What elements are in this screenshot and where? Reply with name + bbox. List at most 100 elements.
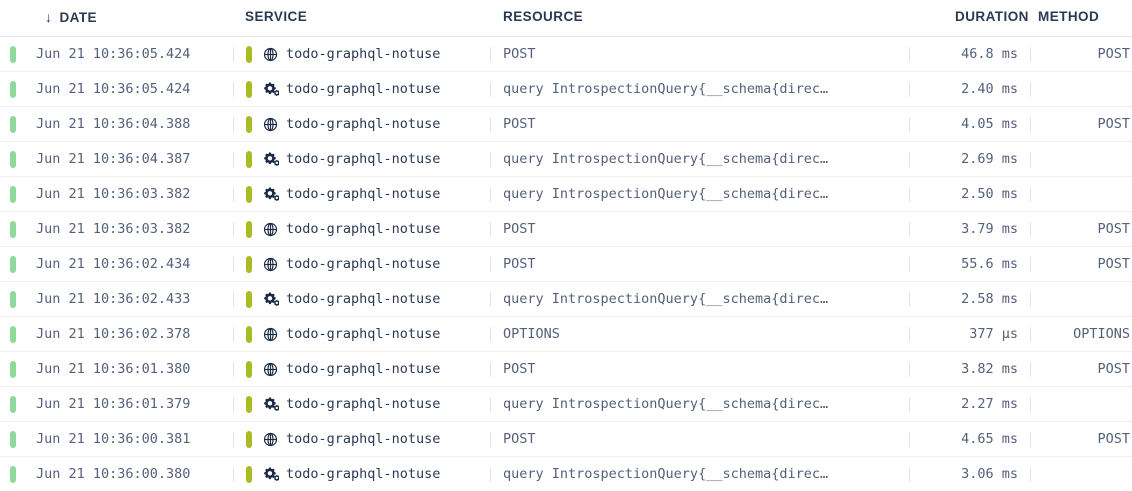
cell-method: POST	[1097, 46, 1130, 62]
cell-resource[interactable]: POST	[503, 46, 536, 62]
cell-service[interactable]: todo-graphql-notuse	[286, 361, 441, 377]
cell-service[interactable]: todo-graphql-notuse	[286, 81, 441, 97]
status-indicator-service	[246, 431, 252, 448]
cogs-icon	[263, 177, 279, 211]
column-divider	[490, 117, 491, 132]
cell-service[interactable]: todo-graphql-notuse	[286, 256, 441, 272]
column-divider	[233, 117, 234, 132]
cell-date: Jun 21 10:36:04.388	[36, 116, 191, 132]
cell-service[interactable]: todo-graphql-notuse	[286, 431, 441, 447]
column-divider	[1030, 397, 1031, 412]
table-row[interactable]: Jun 21 10:36:01.379 todo-graphql-notuse qu…	[0, 387, 1132, 422]
column-divider	[490, 467, 491, 482]
column-divider	[1030, 362, 1031, 377]
cell-resource[interactable]: query IntrospectionQuery{__schema{direc…	[503, 466, 829, 482]
status-indicator-date	[10, 256, 16, 273]
column-header-method[interactable]: METHOD	[1038, 9, 1100, 24]
cell-duration: 377 µs	[969, 326, 1018, 342]
status-indicator-date	[10, 221, 16, 238]
column-divider	[490, 222, 491, 237]
cell-method	[1042, 457, 1130, 491]
status-indicator-service	[246, 326, 252, 343]
column-divider	[490, 327, 491, 342]
cell-duration: 55.6 ms	[961, 256, 1018, 272]
column-divider	[909, 292, 910, 307]
cogs-icon	[263, 142, 279, 176]
cell-resource[interactable]: query IntrospectionQuery{__schema{direc…	[503, 151, 829, 167]
table-row[interactable]: Jun 21 10:36:01.380 todo-graphql-notuse PO…	[0, 352, 1132, 387]
globe-icon	[263, 317, 278, 351]
cell-resource[interactable]: OPTIONS	[503, 326, 560, 342]
globe-icon	[263, 212, 278, 246]
cell-service[interactable]: todo-graphql-notuse	[286, 326, 441, 342]
column-divider	[490, 187, 491, 202]
column-divider	[1030, 82, 1031, 97]
column-header-date[interactable]: ↓DATE	[45, 9, 97, 25]
table-row[interactable]: Jun 21 10:36:00.381 todo-graphql-notuse PO…	[0, 422, 1132, 457]
status-indicator-date	[10, 46, 16, 63]
cell-date: Jun 21 10:36:00.381	[36, 431, 191, 447]
status-indicator-date	[10, 291, 16, 308]
cell-resource[interactable]: POST	[503, 431, 536, 447]
cell-method: POST	[1097, 361, 1130, 377]
globe-icon	[263, 247, 278, 281]
column-header-resource[interactable]: RESOURCE	[503, 9, 584, 24]
table-row[interactable]: Jun 21 10:36:05.424 todo-graphql-notuse qu…	[0, 72, 1132, 107]
cell-service[interactable]: todo-graphql-notuse	[286, 291, 441, 307]
status-indicator-date	[10, 396, 16, 413]
cell-date: Jun 21 10:36:04.387	[36, 151, 191, 167]
table-row[interactable]: Jun 21 10:36:03.382 todo-graphql-notuse qu…	[0, 177, 1132, 212]
cell-resource[interactable]: POST	[503, 361, 536, 377]
column-header-duration[interactable]: DURATION	[955, 9, 1029, 24]
column-divider	[233, 432, 234, 447]
cell-service[interactable]: todo-graphql-notuse	[286, 186, 441, 202]
status-indicator-date	[10, 151, 16, 168]
cell-resource[interactable]: query IntrospectionQuery{__schema{direc…	[503, 81, 829, 97]
column-divider	[1030, 187, 1031, 202]
column-header-service[interactable]: SERVICE	[245, 9, 308, 24]
cell-date: Jun 21 10:36:03.382	[36, 186, 191, 202]
cell-duration: 2.40 ms	[961, 81, 1018, 97]
cell-date: Jun 21 10:36:01.379	[36, 396, 191, 412]
column-divider	[233, 467, 234, 482]
column-divider	[233, 292, 234, 307]
cell-duration: 46.8 ms	[961, 46, 1018, 62]
table-row[interactable]: Jun 21 10:36:00.380 todo-graphql-notuse qu…	[0, 457, 1132, 491]
cell-method	[1042, 387, 1130, 421]
cell-resource[interactable]: POST	[503, 256, 536, 272]
cell-resource[interactable]: POST	[503, 116, 536, 132]
cell-service[interactable]: todo-graphql-notuse	[286, 151, 441, 167]
cell-resource[interactable]: query IntrospectionQuery{__schema{direc…	[503, 396, 829, 412]
cell-date: Jun 21 10:36:00.380	[36, 466, 191, 482]
cell-resource[interactable]: POST	[503, 221, 536, 237]
column-divider	[909, 362, 910, 377]
table-row[interactable]: Jun 21 10:36:04.388 todo-graphql-notuse PO…	[0, 107, 1132, 142]
column-divider	[490, 152, 491, 167]
column-divider	[909, 327, 910, 342]
column-divider	[1030, 327, 1031, 342]
cell-service[interactable]: todo-graphql-notuse	[286, 466, 441, 482]
column-divider	[1030, 467, 1031, 482]
arrow-down-icon: ↓	[45, 9, 53, 25]
status-indicator-date	[10, 431, 16, 448]
column-divider	[909, 257, 910, 272]
cell-resource[interactable]: query IntrospectionQuery{__schema{direc…	[503, 186, 829, 202]
cell-service[interactable]: todo-graphql-notuse	[286, 46, 441, 62]
cell-service[interactable]: todo-graphql-notuse	[286, 221, 441, 237]
cell-duration: 2.50 ms	[961, 186, 1018, 202]
cell-duration: 2.58 ms	[961, 291, 1018, 307]
cell-service[interactable]: todo-graphql-notuse	[286, 396, 441, 412]
cell-method	[1042, 142, 1130, 176]
cell-service[interactable]: todo-graphql-notuse	[286, 116, 441, 132]
column-divider	[490, 47, 491, 62]
cell-date: Jun 21 10:36:05.424	[36, 81, 191, 97]
cell-date: Jun 21 10:36:01.380	[36, 361, 191, 377]
table-row[interactable]: Jun 21 10:36:04.387 todo-graphql-notuse qu…	[0, 142, 1132, 177]
cell-resource[interactable]: query IntrospectionQuery{__schema{direc…	[503, 291, 829, 307]
